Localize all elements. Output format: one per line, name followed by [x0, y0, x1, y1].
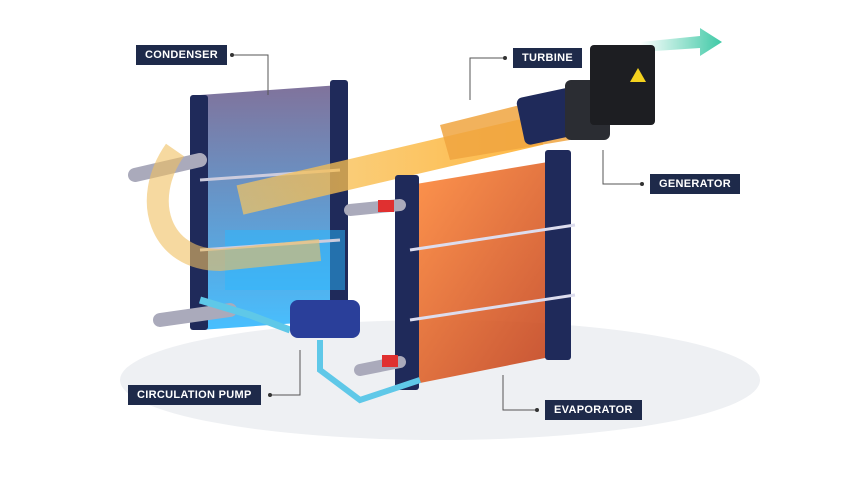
- leader-lines: [232, 54, 642, 411]
- power-output-arrow: [640, 28, 722, 56]
- circulation-pump: [198, 296, 421, 404]
- vapor-pipe: [146, 143, 322, 272]
- label-circulation-pump: CIRCULATION PUMP: [128, 385, 261, 405]
- pipe: [153, 303, 237, 327]
- label-turbine: TURBINE: [513, 48, 582, 68]
- turbine: [440, 87, 584, 160]
- warning-icon: [630, 68, 646, 82]
- label-evaporator: EVAPORATOR: [545, 400, 642, 420]
- generator: [565, 45, 655, 140]
- label-condenser: CONDENSER: [136, 45, 227, 65]
- evaporator: [344, 150, 576, 390]
- label-generator: GENERATOR: [650, 174, 740, 194]
